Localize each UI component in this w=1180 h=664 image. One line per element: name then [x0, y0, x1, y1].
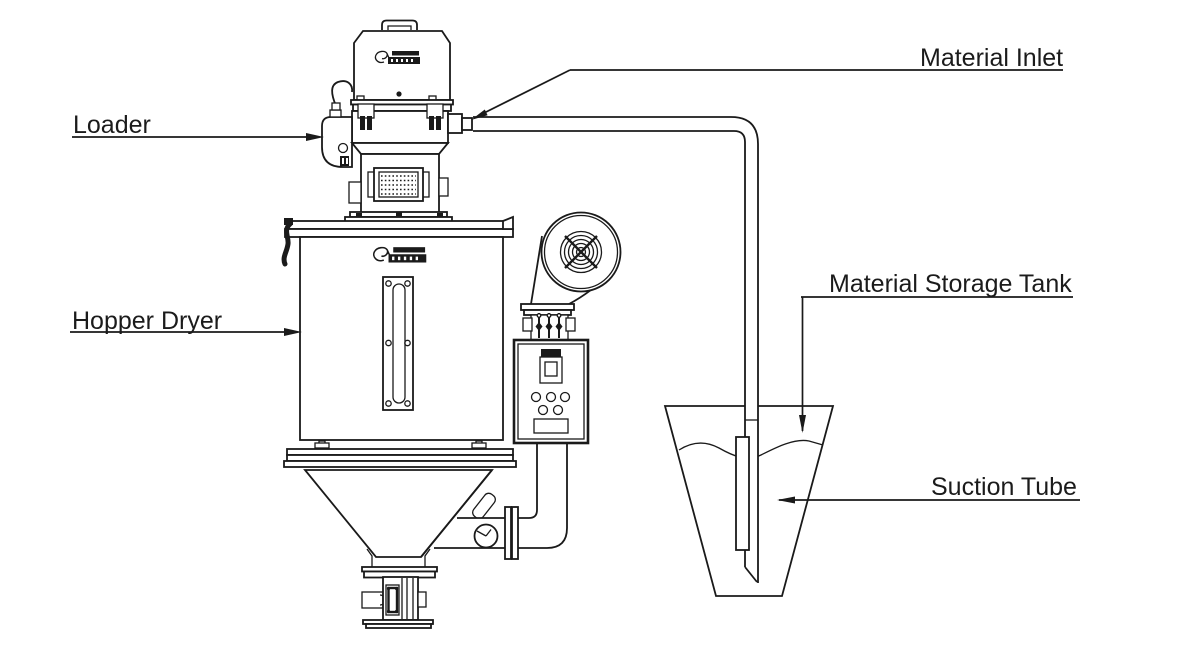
material-inlet-stub-outer [461, 117, 473, 131]
panel-button-icon [537, 404, 549, 416]
material-inlet-stub [447, 113, 463, 134]
loader-taper [350, 142, 450, 155]
label-material-inlet: Material Inlet [920, 44, 1063, 72]
lid-clamp-icon [284, 218, 293, 225]
panel-nameplate [533, 418, 569, 434]
suction-tube-body [735, 436, 750, 551]
label-loader: Loader [73, 111, 151, 139]
arrowhead-material-inlet [471, 109, 488, 120]
brand-logo-icon [373, 246, 427, 263]
hopper-flange-band [283, 460, 517, 468]
panel-display-header [541, 349, 561, 357]
panel-button-icon [545, 391, 557, 403]
duct-flange [511, 506, 519, 560]
arrowhead-suction-tube [777, 496, 795, 504]
drying-air-unit [420, 211, 622, 560]
carrying-handle-icon [381, 19, 418, 30]
lid-end-cap [502, 215, 514, 230]
panel-button-icon [530, 391, 542, 403]
hopper-lid-lower [284, 228, 514, 238]
hopper-dryer [281, 215, 517, 629]
terminal-studs-icon [535, 313, 563, 338]
panel-display-window [544, 361, 558, 377]
motor-dot [396, 91, 402, 97]
label-hopper-dryer: Hopper Dryer [72, 307, 222, 335]
panel-button-icon [552, 404, 564, 416]
clamp-latch-left-icon [357, 103, 375, 130]
conveying-pipe [473, 116, 759, 583]
flange-wing [522, 317, 533, 332]
label-material-storage-tank: Material Storage Tank [829, 270, 1072, 298]
discharge-valve [361, 566, 438, 629]
blower-fan-icon [540, 211, 622, 293]
carrying-handle-inner [387, 25, 412, 30]
loader [321, 19, 473, 223]
leader-material-inlet-diag [477, 69, 571, 117]
duct-flange [504, 506, 512, 560]
filter-screen-icon [367, 167, 430, 202]
control-button-icon [337, 142, 349, 154]
flange-wing [565, 317, 576, 332]
pressure-gauge-icon [473, 523, 499, 549]
loader-control-box [321, 116, 353, 168]
stand-side-tab [438, 177, 449, 197]
blower-volute [530, 235, 543, 305]
leader-lines [70, 69, 1080, 504]
clamp-latch-right-icon [426, 103, 444, 130]
cable-gland [329, 109, 342, 118]
stand-side-box [348, 181, 362, 204]
suction-tube-tip [744, 566, 758, 583]
loader-motor [353, 30, 451, 101]
duct-stub [472, 492, 496, 520]
panel-button-icon [559, 391, 571, 403]
cable-gland-top [331, 102, 341, 111]
brand-logo-icon [374, 50, 420, 64]
air-duct [434, 443, 567, 548]
arrowhead-storage-tank [799, 415, 806, 433]
discharge-base [365, 623, 432, 629]
sight-glass-icon [382, 276, 414, 411]
hopper-lid [288, 220, 510, 230]
label-suction-tube: Suction Tube [931, 473, 1077, 501]
lid-clamp-hook [281, 221, 293, 267]
power-cable-icon [331, 80, 353, 107]
labels: Loader Hopper Dryer Material Inlet Mater… [72, 44, 1077, 501]
arrowhead-loader [306, 133, 324, 141]
control-panel [512, 338, 590, 445]
arrowhead-hopper-dryer [284, 328, 302, 336]
connector-icon [340, 156, 349, 166]
